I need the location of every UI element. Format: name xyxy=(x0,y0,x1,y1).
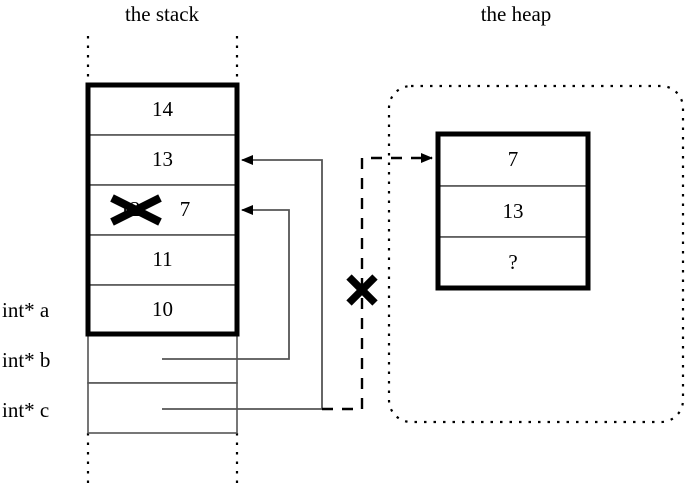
stack-active-frame xyxy=(85,82,240,337)
stack-variable-label-c: int* c xyxy=(2,398,50,422)
stack-cell-c-box xyxy=(87,382,238,434)
stack-cell-11-box xyxy=(87,234,238,286)
heap-cell-0-value: 7 xyxy=(507,147,519,171)
stack-cell-14-value: 14 xyxy=(152,97,173,121)
struck-value-x-icon xyxy=(110,194,162,226)
stack-cell-12-old-value: 12 xyxy=(119,197,141,221)
pointer-b-arrow xyxy=(162,205,290,360)
dangling-pointer-dashed-arrow xyxy=(322,153,433,411)
heap-title: the heap xyxy=(480,2,552,26)
stack-dotted-extent-top xyxy=(86,36,239,84)
stack-dotted-extent-bottom xyxy=(86,433,239,484)
stack-variable-label-a: int* a xyxy=(2,298,50,322)
heap-block-cells xyxy=(435,131,591,291)
stack-cell-11-value: 11 xyxy=(152,247,173,271)
heap-region-boundary xyxy=(387,84,685,424)
stack-cell-14-box xyxy=(87,84,238,136)
stack-cell-13-value: 13 xyxy=(152,147,173,171)
pointer-c-arrow xyxy=(162,155,323,410)
stack-cell-13-box xyxy=(87,134,238,186)
invalid-pointer-x-icon xyxy=(346,274,378,306)
stack-variable-label-b: int* b xyxy=(2,348,51,372)
heap-cell-2-value: ? xyxy=(508,250,518,274)
stack-title: the stack xyxy=(124,2,200,26)
heap-cell-1-value: 13 xyxy=(502,199,524,223)
stack-main-cells xyxy=(85,82,240,337)
heap-block-frame xyxy=(435,131,591,291)
stack-cell-10-box xyxy=(87,284,238,335)
stack-cell-10-value: 10 xyxy=(152,297,173,321)
stack-lower-cells xyxy=(87,333,238,434)
heap-cell-0-box xyxy=(437,133,589,187)
stack-cell-12-new-value: 7 xyxy=(179,197,191,221)
